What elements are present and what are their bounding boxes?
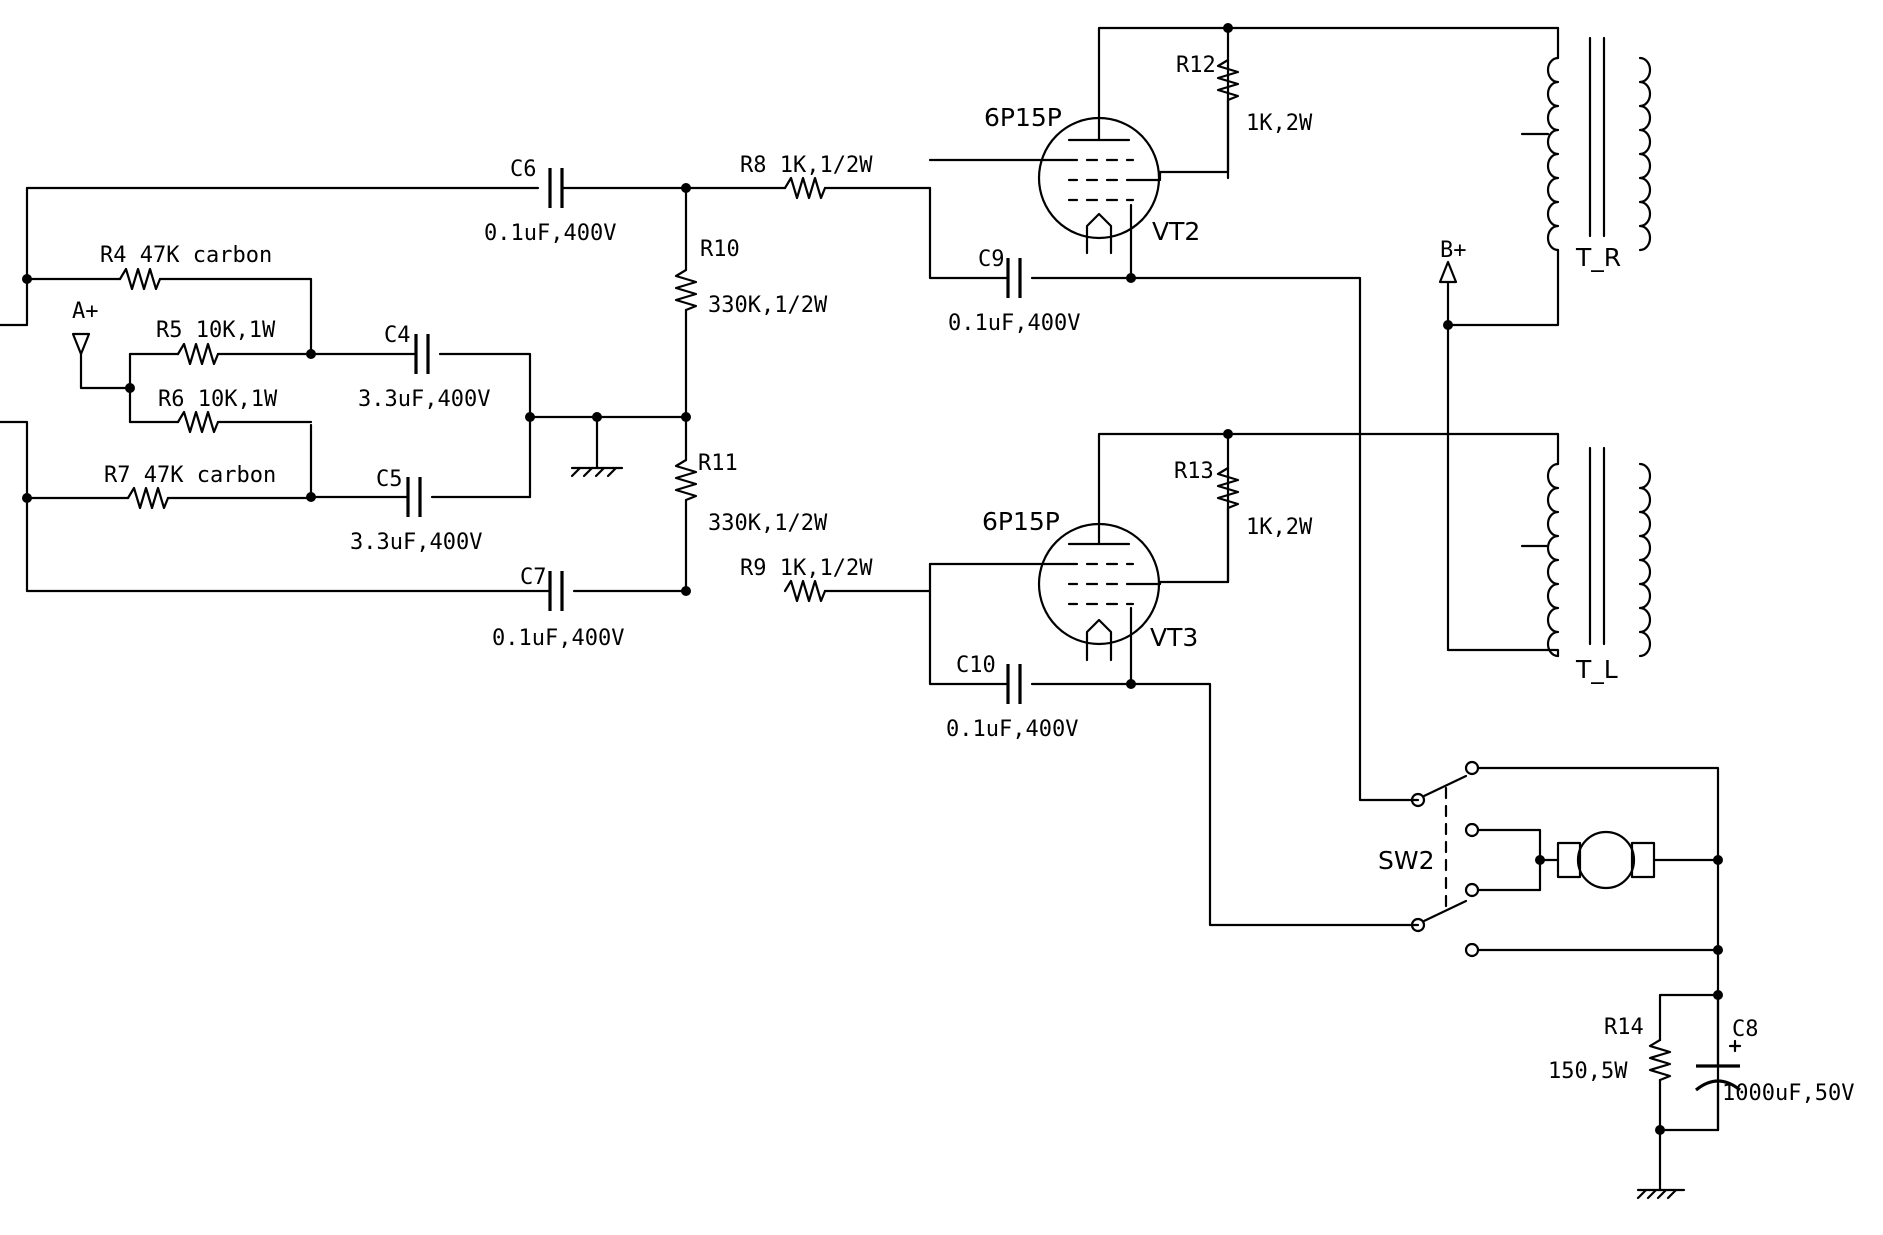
b-plus-terminal [1438, 260, 1458, 327]
tube-stage-vt2 [684, 26, 1560, 802]
resistor-r9 [783, 579, 827, 603]
r7-label: R7 47K carbon [104, 463, 276, 488]
c10-ref: C10 [956, 653, 996, 678]
transformer-t-r [1446, 26, 1652, 327]
c6-ref: C6 [510, 157, 537, 182]
c6-value: 0.1uF,400V [484, 221, 616, 246]
r13-value: 1K,2W [1246, 515, 1313, 540]
vacuum-tube-vt2 [1037, 58, 1162, 255]
c5-ref: C5 [376, 467, 403, 492]
vt3-type: 6P15P [982, 507, 1060, 536]
r14-value: 150,5W [1548, 1059, 1628, 1084]
resistor-r11 [674, 458, 698, 502]
tube-stage-vt3 [823, 432, 1560, 927]
c4-value: 3.3uF,400V [358, 387, 490, 412]
c7-ref: C7 [520, 565, 547, 590]
c8-ref: C8 [1732, 1017, 1759, 1042]
r14-ref: R14 [1604, 1015, 1644, 1040]
c10-value: 0.1uF,400V [946, 717, 1078, 742]
b-plus-label: B+ [1440, 238, 1467, 263]
meter-motor-symbol [1538, 830, 1720, 1132]
r5-label: R5 10K,1W [156, 318, 276, 343]
capacitor-c7 [548, 571, 564, 611]
t-l-label: T_L [1575, 655, 1618, 684]
capacitor-c10 [1006, 664, 1022, 704]
r6-label: R6 10K,1W [158, 387, 278, 412]
c5-value: 3.3uF,400V [350, 530, 482, 555]
resistor-r6 [176, 410, 220, 434]
output-network [1658, 993, 1720, 1192]
c9-ref: C9 [978, 247, 1005, 272]
resistor-r5 [176, 342, 220, 366]
resistor-r7 [126, 486, 170, 510]
r11-ref: R11 [698, 451, 738, 476]
vt2-ref: VT2 [1152, 217, 1200, 246]
t-r-label: T_R [1575, 243, 1621, 272]
r4-label: R4 47K carbon [100, 243, 272, 268]
c9-value: 0.1uF,400V [948, 311, 1080, 336]
r10-value: 330K,1/2W [708, 293, 828, 318]
capacitor-c6 [548, 168, 564, 208]
junction-dots [22, 23, 1723, 1135]
resistor-r4 [118, 267, 162, 291]
r12-value: 1K,2W [1246, 111, 1313, 136]
ground-symbol-input [570, 466, 624, 478]
r12-ref: R12 [1176, 53, 1216, 78]
resistor-r14 [1648, 1038, 1672, 1082]
r9-label: R9 1K,1/2W [740, 556, 873, 581]
a-plus-label: A+ [72, 299, 99, 324]
c7-value: 0.1uF,400V [492, 626, 624, 651]
vt3-ref: VT3 [1150, 623, 1198, 652]
capacitor-c9 [1006, 258, 1022, 298]
resistor-r10 [674, 268, 698, 312]
capacitor-c4 [414, 334, 430, 374]
switch-sw2 [1410, 760, 1720, 958]
vt2-type: 6P15P [984, 103, 1062, 132]
c4-ref: C4 [384, 323, 411, 348]
r11-value: 330K,1/2W [708, 511, 828, 536]
capacitor-c8 [1694, 1039, 1742, 1092]
resistor-r8 [783, 176, 827, 200]
r8-label: R8 1K,1/2W [740, 153, 873, 178]
r10-ref: R10 [700, 237, 740, 262]
transformer-t-l [1446, 323, 1652, 658]
r13-ref: R13 [1174, 459, 1214, 484]
capacitor-c5 [406, 477, 422, 517]
ground-symbol-output [1636, 1188, 1686, 1200]
vacuum-tube-vt3 [1037, 466, 1162, 662]
c8-value: 1000uF,50V [1722, 1081, 1854, 1106]
input-wiring [0, 186, 688, 593]
sw2-label: SW2 [1378, 846, 1435, 875]
